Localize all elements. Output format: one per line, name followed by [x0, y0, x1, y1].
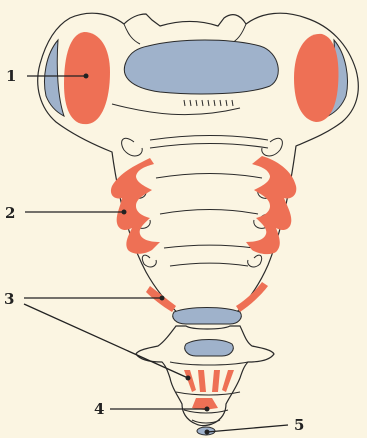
leader-3a-dot: [160, 296, 165, 301]
leader-3b-dot: [186, 376, 191, 381]
right-auricular-surface: [294, 34, 338, 122]
label-3: 3: [4, 290, 14, 308]
coccyx-top-surface: [185, 340, 234, 357]
leader-1-dot: [84, 74, 89, 79]
sacral-base-surface: [124, 40, 278, 94]
leader-2-dot: [122, 210, 127, 215]
leader-5: [207, 425, 288, 432]
leader-4-dot: [205, 407, 210, 412]
leader-5-dot: [205, 430, 210, 435]
label-4: 4: [94, 400, 104, 418]
label-5: 5: [294, 416, 304, 434]
label-1: 1: [6, 67, 16, 85]
label-2: 2: [5, 204, 15, 222]
sacral-apex-surface: [173, 308, 242, 325]
